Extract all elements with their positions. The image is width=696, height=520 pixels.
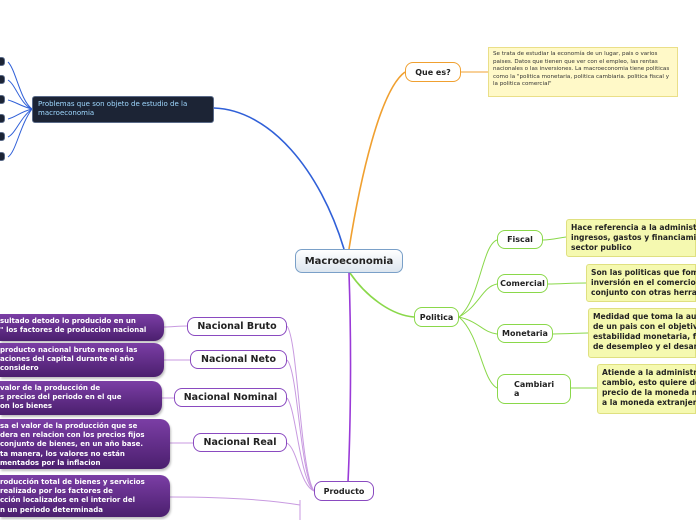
cambiaria-label: Cambiari [514,380,555,389]
note-line: de un pais con el objetivo [593,322,696,331]
note-line: estabilidad monetaria, fin [593,332,696,341]
topic-problemas[interactable]: Problemas que son objeto de estudio de l… [32,96,214,123]
note-line: precio de la moneda nac [602,388,696,397]
producto-nacional-bruto[interactable]: Nacional Bruto [187,317,287,336]
note-line: paises. Datos que tienen que ver con el … [493,58,658,65]
note-line: " los factores de produccion nacional [0,326,147,335]
note-line: a la moneda extranjera [602,398,696,407]
branch-que-es [348,71,406,250]
note-line: realizado por los factores de [0,487,113,496]
note-line: n un periodo determinada [0,505,103,514]
problemas-label: Problemas que son objeto de estudio de l… [38,100,188,108]
politica-monetaria[interactable]: Monetaria [497,324,553,343]
fiscal-note: Hace referencia a la administra ingresos… [566,219,696,257]
note-line: Hace referencia a la administra [571,223,696,232]
problemas-leaf[interactable] [0,95,5,104]
note-line: dera en relacion con los precios fijos [0,431,145,440]
note-line: mentados por la inflacion [0,458,101,467]
politica-comercial[interactable]: Comercial [497,274,548,293]
nacional-bruto-note: sultado detodo lo producido en un " los … [0,314,164,341]
note-line: como la "politica monetaria, politica ca… [493,73,670,80]
note-line: ingresos, gastos y financiamies [571,233,696,242]
note-line: valor de la producción de [0,384,101,392]
note-line: Son las politicas que fomen [591,268,696,277]
note-line: producto nacional bruto menos las [0,346,138,354]
note-line: la politica comercial" [493,81,552,88]
note-line: s precios del periodo en el que [0,393,122,402]
note-line: nacionales o las inversiones. La macroec… [493,66,670,73]
topic-politica[interactable]: Politica [414,307,459,327]
nacional-neto-note: producto nacional bruto menos las acione… [0,343,164,377]
note-line: ta manera, los valores no están [0,449,125,458]
producto-nacional-real[interactable]: Nacional Real [193,433,287,452]
note-line: Atiende a la administra [602,368,696,377]
cambiaria-note: Atiende a la administra cambio, esto qui… [597,364,696,414]
problemas-leaf[interactable] [0,152,5,161]
problemas-label: macroeconomia [38,109,95,117]
producto-nacional-neto[interactable]: Nacional Neto [190,350,287,369]
note-line: sa el valor de la producción que se [0,422,138,430]
note-line: conjunto con otras herram [591,288,696,297]
note-line: roducción total de bienes y servicios [0,478,145,486]
producto-interno-note: roducción total de bienes y servicios re… [0,475,170,517]
politica-fiscal[interactable]: Fiscal [497,230,543,249]
branch-problemas [213,107,345,250]
note-line: cambio, esto quiere dec [602,378,696,387]
note-line: on los bienes [0,402,53,411]
note-line: Se trata de estudiar la economía de un l… [493,51,658,57]
note-line: Medidad que toma la auto [593,312,696,321]
note-line: conjunto de bienes, en un año base. [0,440,144,449]
note-line: sector publico [571,243,632,252]
problemas-leaf[interactable] [0,57,5,66]
note-line: inversión en el comercio in [591,278,696,287]
problemas-leaf[interactable] [0,132,5,141]
central-topic[interactable]: Macroeconomia [295,249,403,273]
nacional-real-note: sa el valor de la producción que se dera… [0,419,170,469]
monetaria-note: Medidad que toma la auto de un pais con … [588,308,696,358]
producto-nacional-nominal[interactable]: Nacional Nominal [174,388,287,407]
branch-politica [349,272,415,318]
politica-cambiaria[interactable]: Cambiari a [497,374,571,404]
note-line: cción localizados en el interior del [0,496,135,505]
note-line: sultado detodo lo producido en un [0,317,136,325]
topic-que-es[interactable]: Que es? [405,62,461,82]
nacional-nominal-note: valor de la producción de s precios del … [0,381,162,415]
problemas-leaf[interactable] [0,75,5,84]
note-line: considero [0,364,39,373]
cambiaria-label: a [514,389,520,398]
que-es-note: Se trata de estudiar la economía de un l… [488,47,678,97]
comercial-note: Son las politicas que fomen inversión en… [586,264,696,302]
topic-producto[interactable]: Producto [314,481,374,501]
problemas-leaf[interactable] [0,114,5,123]
note-line: aciones del capital durante el año [0,355,134,364]
note-line: de desempleo y el desarrol [593,342,696,351]
branch-producto [347,272,352,483]
